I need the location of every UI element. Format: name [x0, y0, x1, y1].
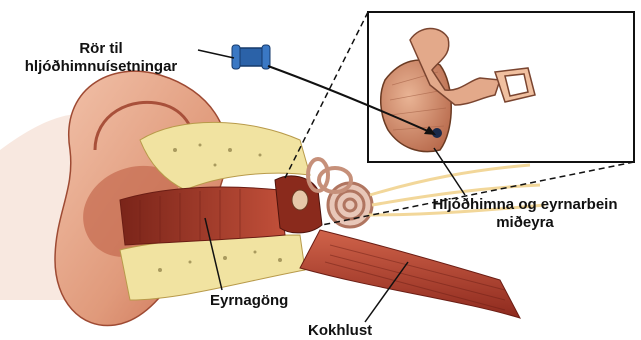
label-ear-tube-line1: Rör til: [6, 40, 196, 58]
ear-tube-icon: [232, 45, 270, 69]
label-ear-tube: Rör til hljóðhimnuísetningar: [6, 40, 196, 76]
cochlea: [328, 183, 372, 227]
pointer-tube: [198, 50, 234, 58]
label-eardrum-line1: Hljóðhimna og eyrnarbein: [412, 196, 638, 214]
label-eardrum-line2: miðeyra: [412, 214, 638, 232]
ear-canal: [120, 187, 285, 245]
label-ear-canal: Eyrnagöng: [210, 292, 288, 310]
label-eardrum: Hljóðhimna og eyrnarbein miðeyra: [412, 196, 638, 232]
label-ear-tube-line2: hljóðhimnuísetningar: [6, 58, 196, 76]
label-throat: Kokhlust: [308, 322, 372, 340]
temporal-bone-lower: [120, 235, 305, 300]
ossicles: [292, 190, 308, 210]
